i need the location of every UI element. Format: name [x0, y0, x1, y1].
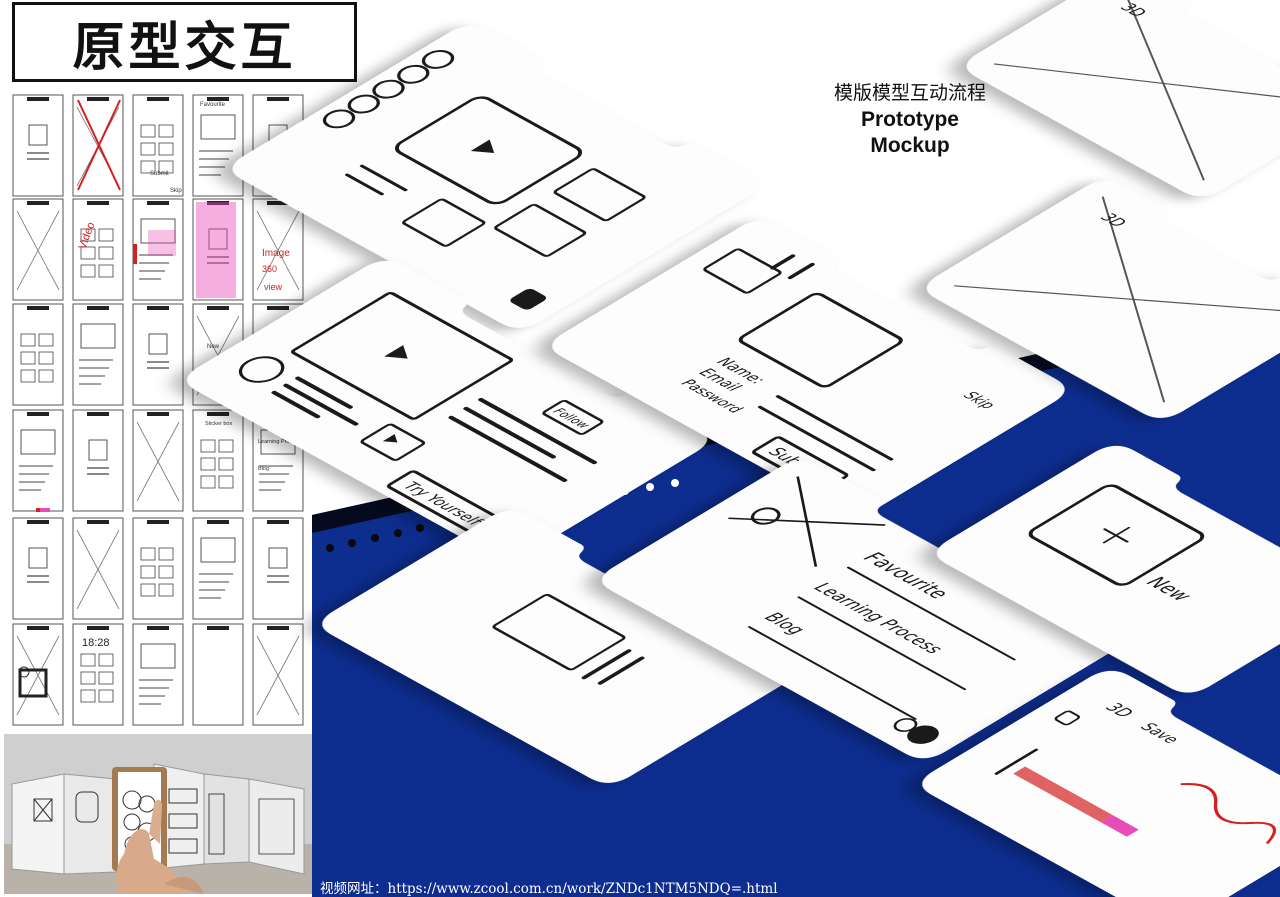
- phone-favourites: [232, 25, 758, 328]
- storyboard-cell: [192, 198, 244, 301]
- phone-image: [322, 510, 798, 783]
- storyboard-cell: [12, 303, 64, 406]
- grid-label: Submit: [150, 171, 169, 177]
- grid-label: Sticker box: [205, 421, 232, 427]
- storyboard-cell: [192, 409, 244, 512]
- grid-label: Blog: [258, 466, 269, 472]
- phone-right-mid: 3D: [927, 180, 1280, 418]
- storyboard-cell: [132, 517, 184, 620]
- grid-label: view: [264, 282, 283, 292]
- storyboard-cell: [12, 517, 64, 620]
- grid-label: Favourite: [200, 102, 226, 108]
- phone-new: New: [937, 445, 1280, 693]
- storyboard-cell: [72, 623, 124, 726]
- storyboard-cell: [12, 94, 64, 197]
- video-url[interactable]: 视频网址：https://www.zcool.com.cn/work/ZNDc1…: [320, 881, 778, 897]
- storyboard-grid: FavouriteSubmitSkipVideoImage360viewNewP…: [12, 94, 304, 726]
- top-3d-label: 3D: [1117, 0, 1151, 19]
- page-title: 原型交互: [72, 16, 297, 78]
- storyboard-cell: [132, 623, 184, 726]
- grid-label: Image: [262, 248, 290, 259]
- phone-right-top: 3D: [966, 0, 1280, 196]
- storyboard-cell: [192, 517, 244, 620]
- storyboard-cell: [72, 517, 124, 620]
- storyboard-cell: [132, 303, 184, 406]
- grid-label: Skip: [170, 188, 182, 194]
- title-box: 原型交互: [12, 2, 357, 82]
- grid-label: 18:28: [82, 637, 110, 649]
- storyboard-cell: [12, 409, 64, 512]
- paper-prototype-photo: [4, 734, 312, 894]
- storyboard-cell: [72, 303, 124, 406]
- storyboard-cell: [132, 198, 184, 301]
- storyboard-cell: [192, 623, 244, 726]
- grid-label: 360: [262, 264, 277, 274]
- storyboard-cell: [72, 198, 124, 301]
- grid-label: New: [207, 344, 220, 350]
- storyboard-cell: [192, 94, 244, 197]
- subtitle-mockup: Mockup: [870, 134, 950, 157]
- grid-label: Learning Process: [258, 439, 301, 445]
- storyboard-cell: [132, 409, 184, 512]
- storyboard-cell: [252, 623, 304, 726]
- storyboard-cell: [72, 409, 124, 512]
- subtitle-prototype: Prototype: [860, 108, 959, 131]
- storyboard-cell: [132, 94, 184, 197]
- storyboard-cell: [252, 517, 304, 620]
- subtitle-chinese: 模版模型互动流程: [833, 82, 986, 104]
- mid-3d-label: 3D: [1097, 210, 1131, 229]
- storyboard-cell: [12, 198, 64, 301]
